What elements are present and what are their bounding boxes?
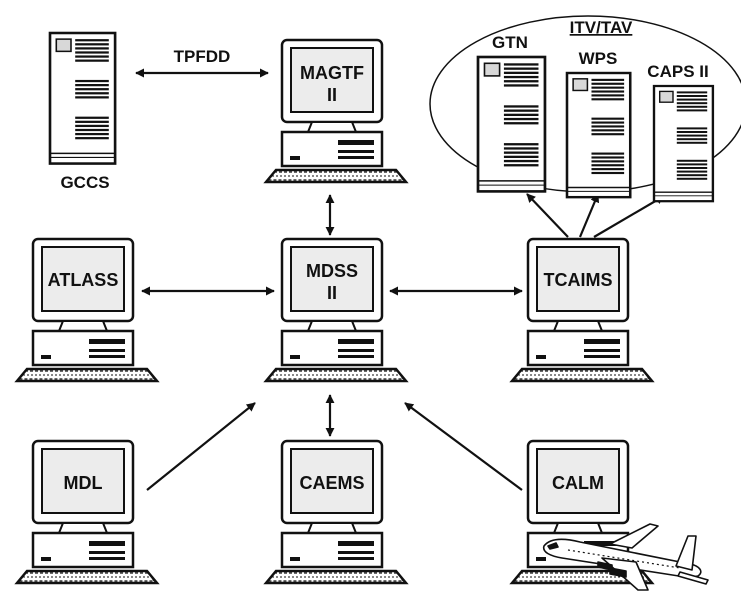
atlass-computer-icon xyxy=(15,237,159,383)
mdl-label: MDL xyxy=(64,473,103,493)
connections xyxy=(135,68,665,491)
caems-node: CAEMS xyxy=(264,439,408,585)
caems-label: CAEMS xyxy=(299,473,364,493)
arrow-tcaims-gtn xyxy=(526,193,569,238)
calm-node: CALM xyxy=(510,439,654,585)
arrow-tcaims-wps xyxy=(578,193,600,238)
atlass-node: ATLASS xyxy=(15,237,159,383)
calm-label: CALM xyxy=(552,473,604,493)
magtf-label-line1: MAGTF xyxy=(300,63,364,83)
tpfdd-label: TPFDD xyxy=(174,47,231,66)
gccs-server-icon xyxy=(48,31,117,165)
arrow-calm-mdss xyxy=(404,402,523,491)
mdss-label-line1: MDSS xyxy=(306,261,358,281)
itv-tav-label: ITV/TAV xyxy=(570,18,633,37)
tcaims-node: TCAIMS xyxy=(510,237,654,383)
gccs-node: GCCS xyxy=(48,31,117,192)
gtn-server-icon xyxy=(476,55,547,193)
magtf-label-line2: II xyxy=(327,85,337,105)
caps-node: CAPS II xyxy=(647,62,715,203)
mdl-node: MDL xyxy=(15,439,159,585)
wps-server-icon xyxy=(565,71,632,199)
gtn-node: GTN xyxy=(476,33,547,193)
caps-label: CAPS II xyxy=(647,62,708,81)
caems-computer-icon xyxy=(264,439,408,585)
gtn-label: GTN xyxy=(492,33,528,52)
mdss-node: MDSS II xyxy=(264,237,408,383)
mdl-computer-icon xyxy=(15,439,159,585)
caps-server-icon xyxy=(652,84,715,203)
wps-label: WPS xyxy=(579,49,618,68)
tcaims-label: TCAIMS xyxy=(544,270,613,290)
mdss-label-line2: II xyxy=(327,283,337,303)
arrow-mdl-mdss xyxy=(146,402,256,491)
magtf-computer-icon xyxy=(264,38,408,184)
tcaims-computer-icon xyxy=(510,237,654,383)
airplane-icon xyxy=(542,523,709,591)
wps-node: WPS xyxy=(565,49,632,199)
gccs-label: GCCS xyxy=(60,173,109,192)
arrow-tcaims-caps xyxy=(593,195,665,238)
magtf-node: MAGTF II xyxy=(264,38,408,184)
atlass-label: ATLASS xyxy=(48,270,119,290)
